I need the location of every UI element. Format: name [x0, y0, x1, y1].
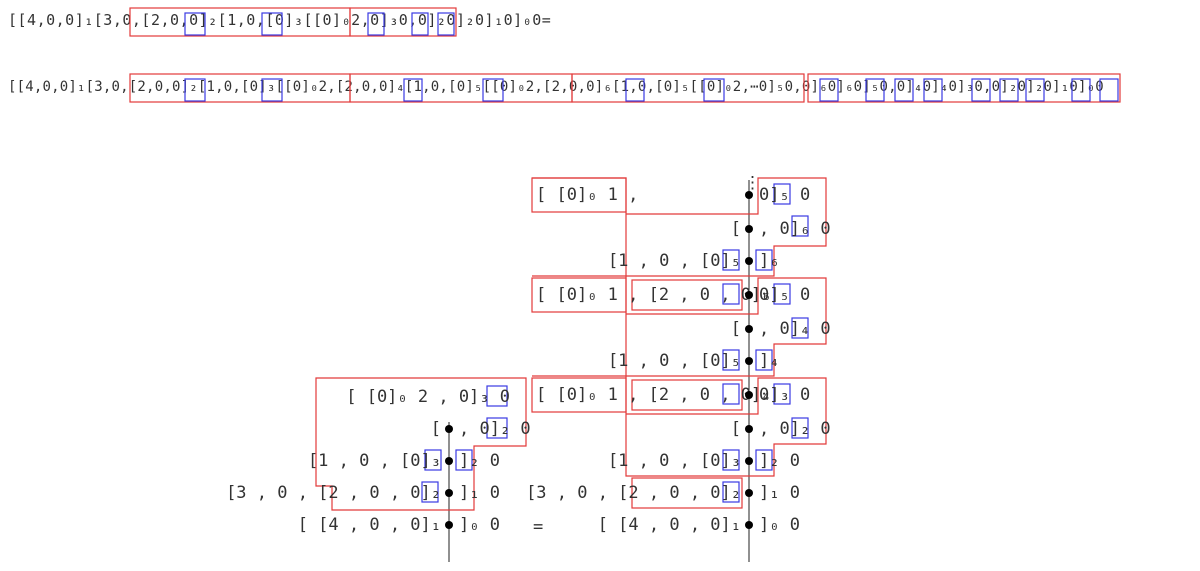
equation-line-1: [[4,0,0]₁[3,0,[2,0,0]₂[1,0,[0]₃[[0]₀2,0]… — [8, 11, 552, 29]
right-row-6-right: 0]₃ 0 — [759, 385, 810, 405]
right-row-3-left: [ [0]₀ 1 , [2 , 0 , 0]₆ — [536, 285, 771, 305]
right-tree-blue-boxes — [722, 183, 809, 503]
right-tree-nodes — [745, 191, 753, 529]
right-row-1-right: , 0]₆ 0 — [759, 219, 831, 239]
ellipsis: ⋮ — [744, 173, 761, 193]
right-row-7-right: , 0]₂ 0 — [759, 419, 831, 439]
left-row-3-right: ]₁ 0 — [459, 483, 500, 503]
left-row-3-left: [3 , 0 , [2 , 0 , 0]₂ — [226, 483, 441, 503]
right-row-6-left: [ [0]₀ 1 , [2 , 0 , 0]₄ — [536, 385, 771, 405]
left-node-3 — [445, 489, 453, 497]
left-row-1-right: , 0]₂ 0 — [459, 419, 531, 439]
left-node-2 — [445, 457, 453, 465]
left-row-1-left: [ — [431, 419, 441, 439]
left-row-4-left: [ [4 , 0 , 0]₁ — [298, 515, 441, 535]
right-row-1-left: [ — [731, 219, 741, 239]
right-tree-regions — [531, 177, 827, 509]
right-row-9-left: [3 , 0 , [2 , 0 , 0]₂ — [526, 483, 741, 503]
left-row-2-left: [1 , 0 , [0]₃ — [308, 451, 441, 471]
right-row-8-right: ]₂ 0 — [759, 451, 800, 471]
left-row-0-left: [ [0]₀ 2 , 0]₃ 0 — [346, 387, 510, 407]
right-row-0-right: 0]₅ 0 — [759, 185, 810, 205]
line2-highlights — [129, 73, 1121, 103]
left-row-2-right: ]₂ 0 — [459, 451, 500, 471]
left-tree-region — [315, 377, 527, 511]
left-node-4 — [445, 521, 453, 529]
right-row-10-right: ]₀ 0 — [759, 515, 800, 535]
right-row-4-left: [ — [731, 319, 741, 339]
right-row-7-left: [ — [731, 419, 741, 439]
equals-sign: = — [533, 517, 543, 537]
right-row-5-left: [1 , 0 , [0]₅ — [608, 351, 741, 371]
right-row-10-left: [ [4 , 0 , 0]₁ — [598, 515, 741, 535]
left-node-1 — [445, 425, 453, 433]
right-row-5-right: ]₄ — [759, 351, 779, 371]
right-row-2-right: ]₆ — [759, 251, 779, 271]
right-row-8-left: [1 , 0 , [0]₃ — [608, 451, 741, 471]
right-row-9-right: ]₁ 0 — [759, 483, 800, 503]
right-row-3-right: 0]₅ 0 — [759, 285, 810, 305]
right-row-4-right: , 0]₄ 0 — [759, 319, 831, 339]
right-row-0-left: [ [0]₀ 1 , — [536, 185, 638, 205]
right-row-2-left: [1 , 0 , [0]₅ — [608, 251, 741, 271]
left-row-4-right: ]₀ 0 — [459, 515, 500, 535]
line1-highlights — [129, 7, 457, 37]
